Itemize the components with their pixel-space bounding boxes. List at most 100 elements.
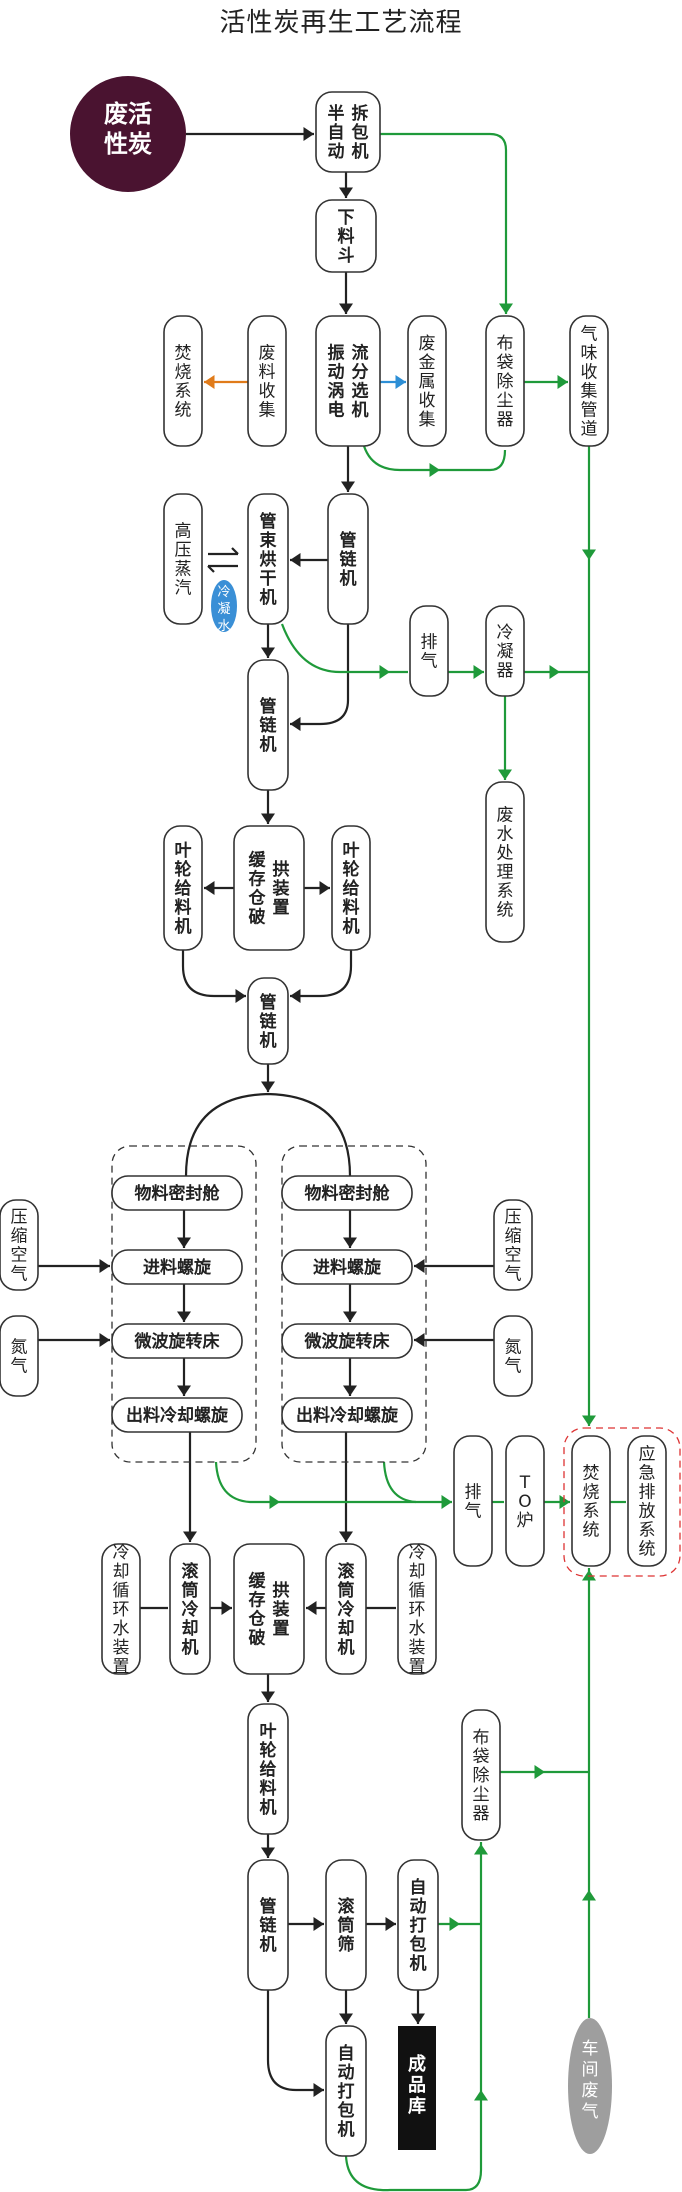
bag-filter-2-label: 袋 (473, 1747, 490, 1767)
product-store-label: 库 (408, 2095, 426, 2117)
impeller-left-label: 轮 (175, 859, 192, 880)
hopper-node: 下料斗 (315, 199, 377, 273)
nitrogen-r-label: 氮 (505, 1338, 522, 1358)
flow-line (266, 1990, 324, 2092)
eddy-separator-label: 机 (352, 400, 369, 421)
condenser-label: 器 (497, 661, 514, 681)
nitrogen-l-label: 气 (11, 1357, 28, 1377)
page-title: 活性炭再生工艺流程 (219, 8, 463, 38)
odor-pipe-label: 管 (581, 401, 598, 421)
flow-arrowhead (395, 375, 406, 389)
flow-arrowhead (385, 1917, 396, 1931)
flow-arrowhead (411, 2013, 425, 2024)
auto-pack-1-label: 自 (410, 1877, 427, 1898)
impeller-bottom-label: 给 (260, 1759, 277, 1780)
drum-cool-l-label: 冷 (182, 1599, 199, 1620)
impeller-right-label: 机 (343, 916, 360, 937)
flow-arrowhead (343, 1311, 357, 1322)
cool-water-r-label: 装 (409, 1638, 426, 1658)
flow-arrowhead (499, 303, 513, 314)
cool-water-r-label: 环 (409, 1600, 426, 1620)
out-l-label: 出料冷却螺旋 (126, 1405, 229, 1426)
flow-arrowhead (582, 1570, 596, 1581)
exhaust-1-label: 气 (421, 652, 438, 672)
buffer-bin-2-label: 缓 (249, 1571, 267, 1592)
seal-r-label: 物料密封舱 (305, 1183, 391, 1204)
eddy-separator-label: 电 (328, 400, 345, 421)
flow-line (382, 1461, 417, 1504)
incinerate-1-label: 烧 (175, 363, 192, 383)
flow-arrowhead (339, 1531, 353, 1542)
semi-auto-unpack-label: 自 (328, 122, 345, 143)
eddy-separator-label: 选 (352, 382, 369, 402)
seal-r-node: 物料密封舱 (281, 1175, 413, 1211)
wastewater-label: 统 (497, 901, 514, 921)
semi-auto-unpack-label: 包 (352, 122, 369, 143)
waste-collect-label: 料 (259, 363, 276, 383)
hopper-label: 料 (338, 226, 355, 247)
condenser-node: 冷凝器 (485, 605, 525, 697)
flow-arrowhead (557, 375, 568, 389)
eddy-separator-label: 流 (352, 343, 369, 364)
comp-air-r-label: 气 (505, 1265, 522, 1285)
tube-dryer-label: 机 (260, 587, 277, 608)
tube-chain-3-label: 链 (260, 1011, 278, 1032)
buffer-bin-2-label: 装 (272, 1599, 290, 1620)
buffer-bin-1-label: 装 (272, 878, 290, 899)
flow-arrowhead (473, 665, 484, 679)
impeller-left-label: 给 (175, 878, 192, 899)
flow-arrowhead (474, 2090, 488, 2101)
out-r-label: 出料冷却螺旋 (296, 1405, 399, 1426)
comp-air-l-label: 缩 (11, 1227, 28, 1247)
incinerate-1-label: 系 (175, 382, 192, 402)
flow-arrowhead (343, 1385, 357, 1396)
eddy-separator-label: 振 (328, 343, 345, 364)
flow-arrowhead (99, 1259, 110, 1273)
flow-arrowhead (235, 989, 246, 1003)
flow-arrowhead (290, 989, 301, 1003)
flow-line (214, 1461, 452, 1504)
hp-steam-label: 高 (175, 522, 192, 542)
impeller-bottom-label: 轮 (260, 1740, 277, 1761)
cool-water-r-label: 冷 (409, 1543, 426, 1563)
flow-arrowhead (498, 769, 512, 780)
drum-screen-label: 筒 (338, 1915, 355, 1936)
flow-line (181, 950, 246, 998)
flow-arrowhead (313, 1917, 324, 1931)
impeller-right-label: 料 (343, 897, 360, 918)
impeller-right-label: 轮 (343, 859, 360, 880)
incinerate-2-label: 统 (583, 1521, 600, 1541)
drum-cool-r-label: 却 (338, 1618, 355, 1639)
flow-arrowhead (343, 1237, 357, 1248)
semi-auto-unpack-label: 半 (328, 103, 345, 124)
semi-auto-unpack-label: 拆 (352, 103, 369, 124)
auto-pack-2-label: 打 (338, 2081, 355, 2102)
flow-arrowhead (339, 303, 353, 314)
nitrogen-l-label: 氮 (11, 1338, 28, 1358)
auto-pack-2-label: 自 (338, 2043, 355, 2064)
flow-arrowhead (339, 187, 353, 198)
cool-water-l-label: 环 (113, 1600, 130, 1620)
auto-pack-1-label: 包 (410, 1934, 427, 1955)
cool-water-l-label: 循 (113, 1581, 130, 1601)
feed-r-label: 进料螺旋 (313, 1257, 382, 1278)
waste-collect-label: 集 (259, 401, 276, 421)
out-l-node: 出料冷却螺旋 (111, 1397, 243, 1433)
flow-arrowhead (474, 1844, 488, 1855)
flow-arrowhead (341, 481, 355, 492)
cool-water-l-label: 置 (113, 1657, 130, 1677)
flow-arrowhead (261, 1847, 275, 1858)
flow-arrowhead (441, 1495, 452, 1509)
bag-filter-2-label: 布 (473, 1728, 490, 1748)
tube-dryer-label: 管 (260, 511, 277, 532)
